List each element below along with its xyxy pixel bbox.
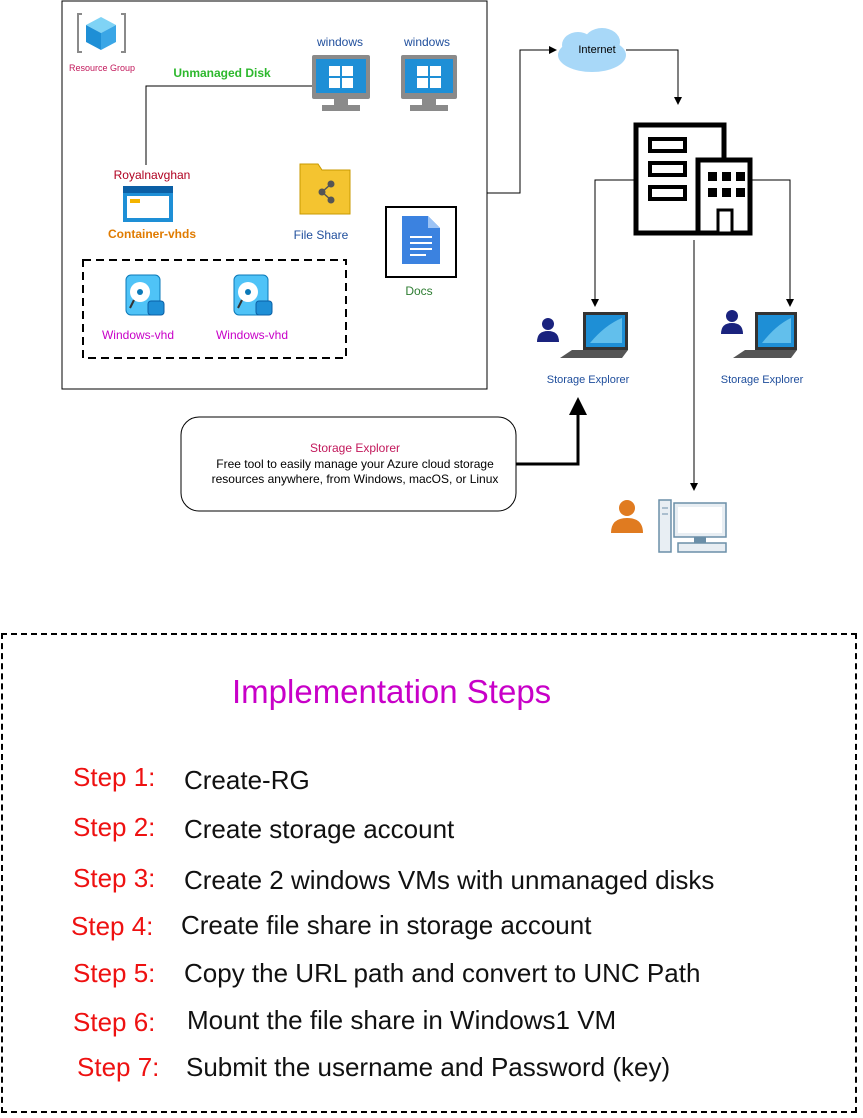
vhd-disk-icon (233, 274, 273, 316)
step-text: Create 2 windows VMs with unmanaged disk… (184, 865, 715, 895)
step-text: Create-RG (184, 765, 310, 795)
building-icon (633, 122, 753, 236)
callout-line-2: resources anywhere, from Windows, macOS,… (211, 472, 499, 486)
callout-to-explorer-connector (516, 397, 587, 466)
steps-title: Implementation Steps (232, 673, 552, 710)
internet-to-building-connector (626, 49, 682, 105)
vhd-label: Windows-vhd (101, 328, 175, 342)
callout-title: Storage Explorer (309, 441, 401, 455)
user-icon (611, 500, 643, 533)
file-share-label: File Share (293, 228, 349, 242)
storage-container-icon (123, 186, 173, 222)
architecture-diagram (61, 0, 797, 553)
step-text: Mount the file share in Windows1 VM (187, 1005, 617, 1035)
resource-group-icon (77, 13, 126, 53)
callout-line-1: Free tool to easily manage your Azure cl… (216, 457, 494, 471)
step-text: Create file share in storage account (181, 910, 592, 940)
vhd-label: Windows-vhd (215, 328, 289, 342)
laptop-icon (733, 312, 797, 358)
resource-group-label: Resource Group (68, 63, 136, 73)
storage-explorer-label: Storage Explorer (720, 374, 804, 386)
laptop-icon (560, 312, 628, 358)
step-number: Step 4: (71, 911, 154, 941)
step-number: Step 6: (73, 1007, 156, 1037)
storage-explorer-label: Storage Explorer (546, 374, 630, 386)
step-number: Step 7: (77, 1052, 160, 1082)
windows-vm-icon (312, 55, 370, 111)
building-to-explorer-left-connector (591, 179, 636, 307)
step-text: Create storage account (184, 814, 455, 844)
step-number: Step 5: (73, 958, 156, 988)
user-icon (721, 310, 743, 334)
step-text: Submit the username and Password (key) (186, 1052, 671, 1082)
docs-icon (402, 216, 440, 264)
desktop-computer-icon (658, 499, 727, 553)
building-to-explorer-right-connector (750, 179, 794, 307)
vhd-group-frame (82, 259, 347, 359)
file-share-icon (299, 163, 351, 215)
user-icon (537, 318, 559, 342)
internet-label: Internet (578, 44, 616, 56)
storage-account-label: Royalnavghan (113, 168, 191, 182)
vm-label: windows (403, 35, 451, 49)
unmanaged-disk-label: Unmanaged Disk (173, 66, 271, 80)
windows-vm-icon (401, 55, 457, 111)
step-number: Step 2: (73, 812, 156, 842)
disk-connector-line (145, 85, 312, 165)
implementation-steps-panel (1, 633, 857, 1113)
rg-to-internet-connector (487, 46, 557, 194)
docs-label: Docs (405, 284, 433, 298)
step-number: Step 1: (73, 762, 156, 792)
vm-label: windows (316, 35, 364, 49)
internet-cloud-icon (558, 28, 626, 72)
vhd-disk-icon (125, 274, 165, 316)
step-text: Copy the URL path and convert to UNC Pat… (184, 958, 701, 988)
step-number: Step 3: (73, 863, 156, 893)
container-label: Container-vhds (107, 227, 197, 241)
